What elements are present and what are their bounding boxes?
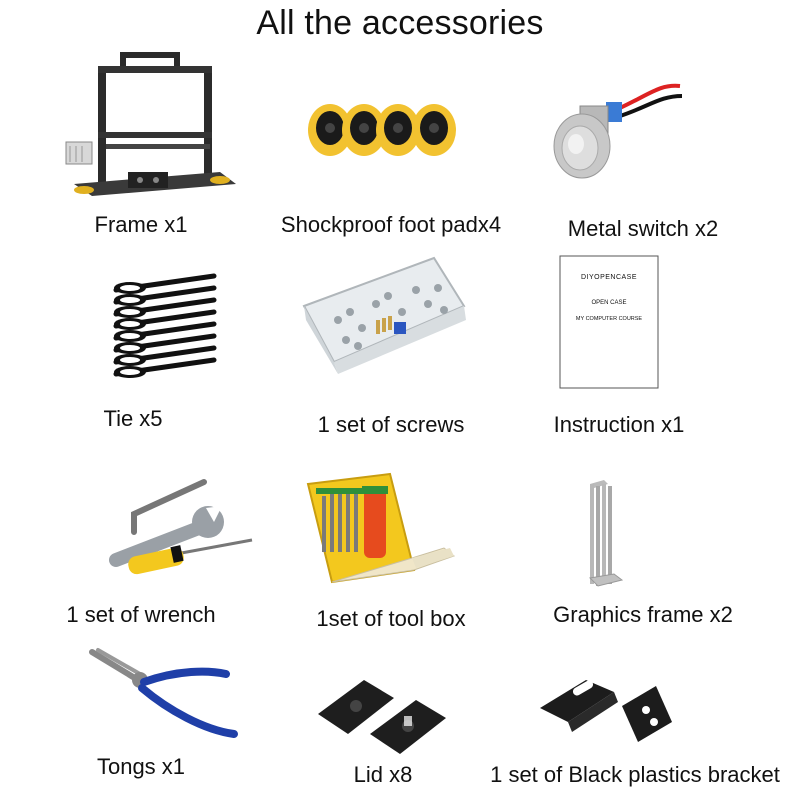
wrench-picture bbox=[8, 460, 274, 610]
item-label: Instruction x1 bbox=[553, 412, 685, 437]
item-label: Tie x5 bbox=[103, 406, 163, 431]
item-label: Graphics frame x2 bbox=[553, 602, 733, 627]
bracket-picture bbox=[510, 640, 776, 790]
screws-picture bbox=[258, 250, 524, 400]
booklet-line2: OPEN CASE bbox=[591, 300, 627, 306]
tool-box-picture bbox=[258, 460, 524, 610]
metal-switch-picture bbox=[510, 44, 776, 194]
metal-switch-icon bbox=[553, 83, 683, 179]
screws-box-icon bbox=[302, 256, 466, 374]
foot-pad-icon bbox=[308, 104, 456, 156]
graphics-frame-icon bbox=[588, 480, 624, 587]
instruction-picture: DIYOPENCASE OPEN CASE MY COMPUTER COURSE bbox=[510, 250, 776, 400]
booklet-line3: MY COMPUTER COURSE bbox=[575, 316, 643, 322]
cable-tie-picture bbox=[8, 250, 274, 400]
graphics-frame-picture bbox=[510, 460, 776, 610]
item-label: Metal switch x2 bbox=[567, 216, 719, 241]
lid-icon bbox=[318, 680, 446, 754]
foot-pad-picture bbox=[258, 44, 524, 194]
wrench-icon bbox=[109, 479, 253, 575]
booklet-line1: DIYOPENCASE bbox=[580, 274, 638, 281]
lid-picture bbox=[258, 640, 524, 790]
item-label: Frame x1 bbox=[94, 212, 188, 237]
item-label: 1 set of Black plastics bracket bbox=[490, 762, 780, 787]
instruction-booklet-icon bbox=[559, 255, 659, 389]
item-label: Lid x8 bbox=[353, 762, 413, 787]
page-title: All the accessories bbox=[256, 4, 544, 42]
frame-picture bbox=[8, 44, 274, 196]
item-label: 1 set of screws bbox=[317, 412, 465, 437]
frame-icon bbox=[65, 52, 236, 196]
bracket-icon bbox=[540, 680, 672, 742]
pliers-icon bbox=[89, 648, 238, 738]
tool-box-icon bbox=[306, 472, 456, 584]
pliers-picture bbox=[8, 640, 274, 790]
item-label: Shockproof foot padx4 bbox=[280, 212, 502, 237]
cable-tie-icon bbox=[113, 273, 217, 378]
item-label: Tongs x1 bbox=[96, 754, 186, 779]
item-label: 1set of tool box bbox=[316, 606, 466, 631]
item-label: 1 set of wrench bbox=[66, 602, 216, 627]
